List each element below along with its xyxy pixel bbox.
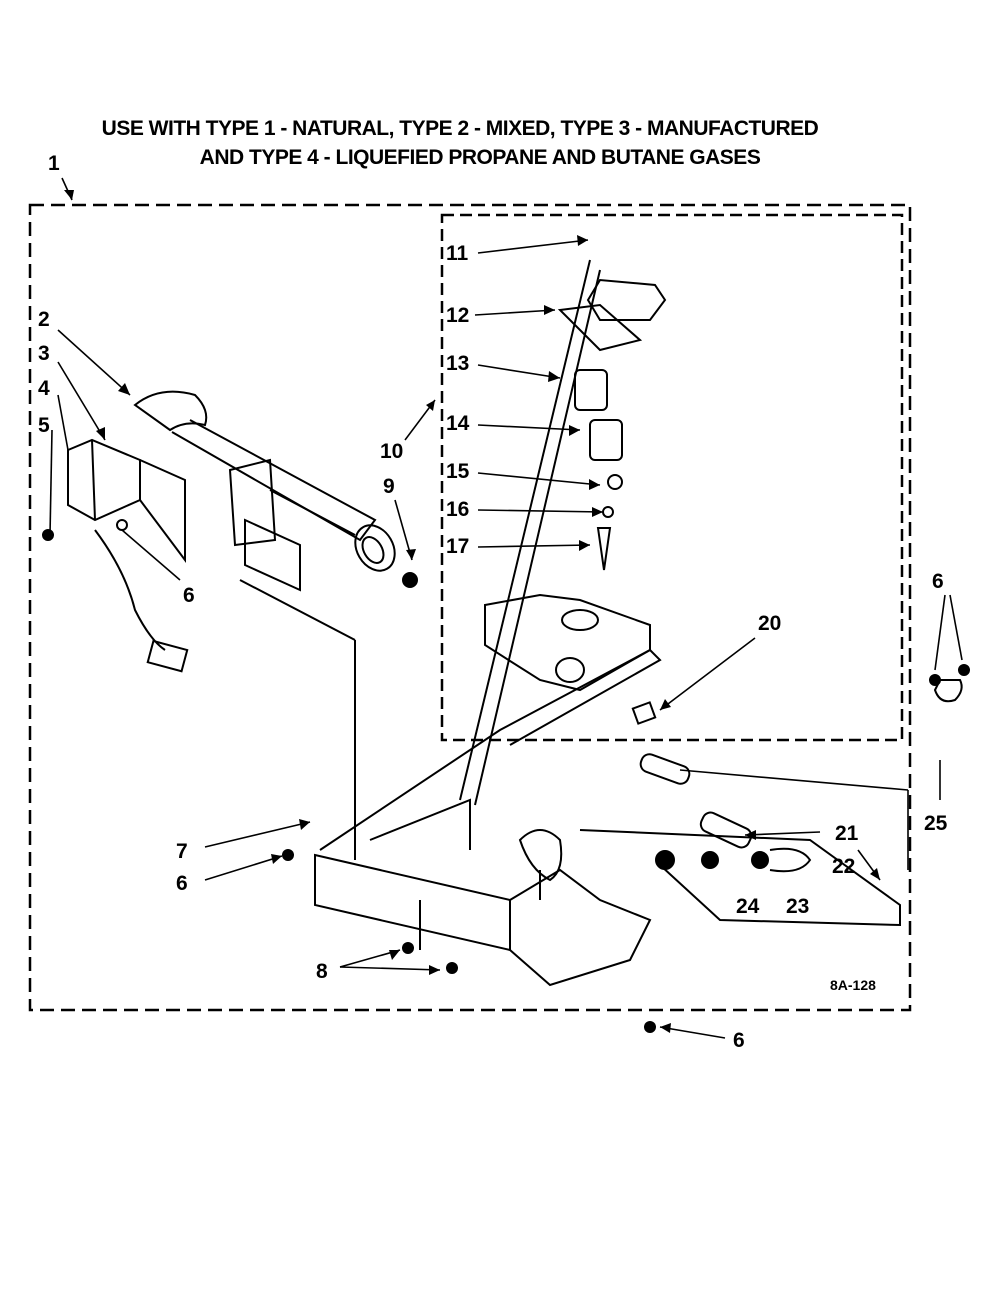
callout-21: 21	[835, 822, 859, 845]
callout-6-burner: 6	[183, 584, 195, 607]
callout-numbers: 1 2 3 4 5 6 6 6 6 7 8 9 10 11 12 13 14 1…	[38, 152, 948, 1052]
callout-2: 2	[38, 308, 50, 331]
callout-5: 5	[38, 414, 50, 437]
drawing-code: 8A-128	[830, 977, 876, 993]
callout-24: 24	[736, 895, 760, 918]
burner-tube	[133, 390, 396, 572]
callout-13: 13	[446, 352, 469, 375]
screws	[282, 849, 656, 1033]
callout-1: 1	[48, 152, 60, 175]
callout-10: 10	[380, 440, 403, 463]
callout-16: 16	[446, 498, 469, 521]
callout-17: 17	[446, 535, 469, 558]
callout-6-bracket: 6	[176, 872, 188, 895]
callout-23: 23	[786, 895, 809, 918]
callout-6-base: 6	[733, 1029, 745, 1052]
callout-25: 25	[924, 812, 948, 835]
gas-valve-assembly	[402, 259, 667, 806]
valve-subassembly-outline	[440, 213, 904, 742]
callout-9: 9	[383, 475, 395, 498]
diagram-title-line-1: USE WITH TYPE 1 - NATURAL, TYPE 2 - MIXE…	[101, 117, 819, 140]
callout-15: 15	[446, 460, 470, 483]
main-bracket	[239, 579, 662, 987]
diagram-title-line-2: AND TYPE 4 - LIQUEFIED PROPANE AND BUTAN…	[199, 146, 761, 169]
fittings	[579, 664, 970, 927]
callout-22: 22	[832, 855, 855, 878]
callout-7: 7	[176, 840, 188, 863]
callout-14: 14	[446, 412, 470, 435]
callout-8: 8	[316, 960, 328, 983]
callout-3: 3	[38, 342, 50, 365]
assembly-outline	[28, 203, 912, 1012]
callout-12: 12	[446, 304, 469, 327]
callout-4: 4	[38, 377, 50, 400]
igniter-bracket	[42, 438, 301, 673]
callout-20: 20	[758, 612, 781, 635]
callout-11: 11	[446, 242, 469, 265]
callout-6-clamp: 6	[932, 570, 944, 593]
